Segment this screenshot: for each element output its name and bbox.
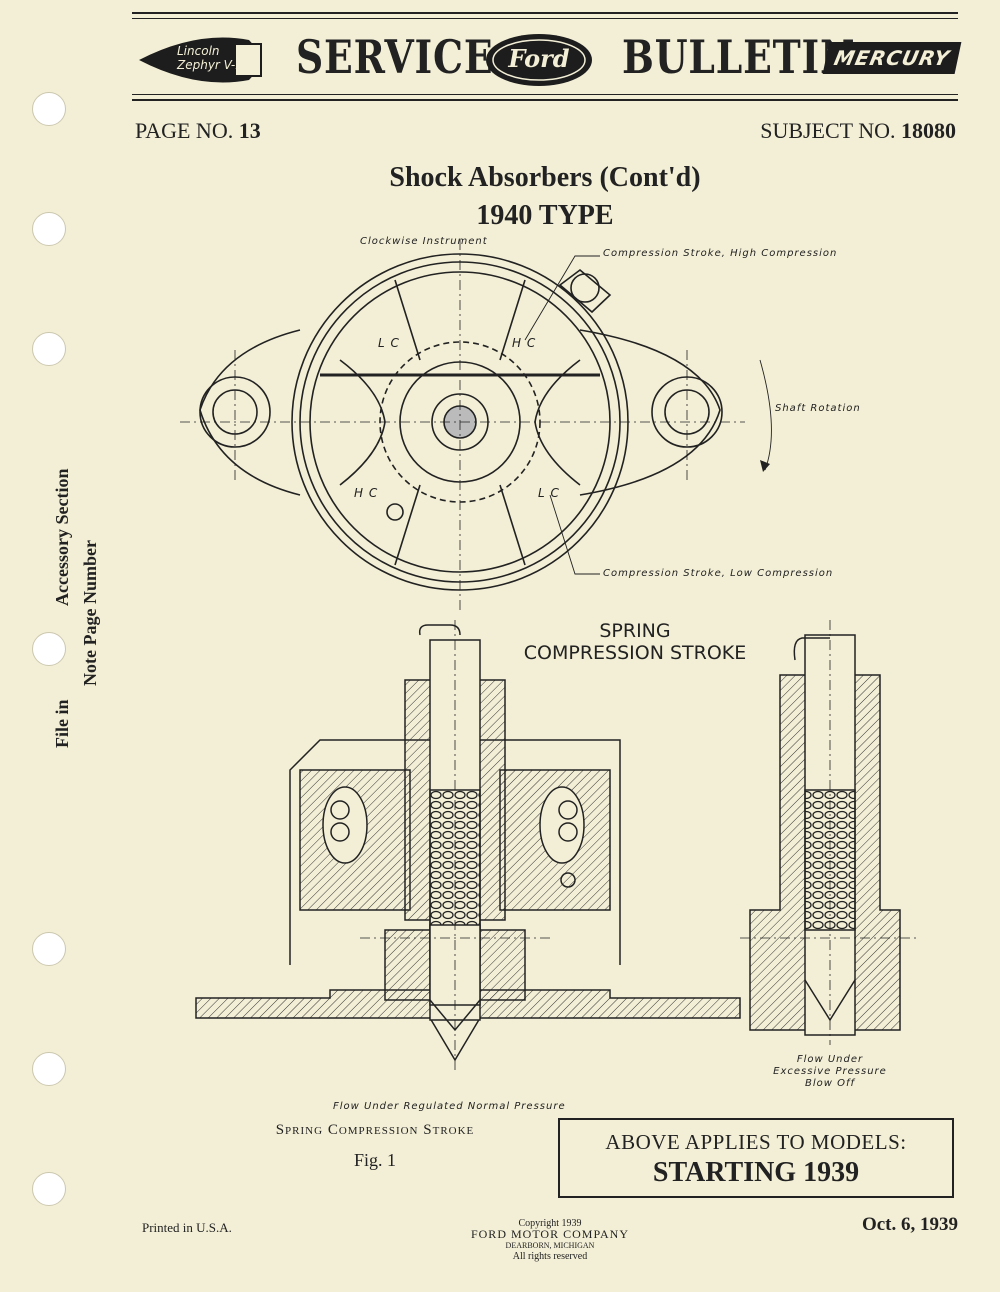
hc-label-top: H C xyxy=(512,336,537,350)
shaft-rotation-label: Shaft Rotation xyxy=(775,403,861,414)
low-compression-label: Compression Stroke, Low Compression xyxy=(603,568,834,579)
binder-hole xyxy=(32,932,66,966)
figure-caption: Spring Compression Stroke xyxy=(275,1122,475,1138)
spring-heading-line2: COMPRESSION STROKE xyxy=(523,642,747,664)
applies-to-models-box: ABOVE APPLIES TO MODELS: STARTING 1939 xyxy=(558,1118,954,1198)
flow-excess-label-2: Excessive Pressure xyxy=(773,1066,887,1077)
flow-excess-label-1: Flow Under xyxy=(796,1054,864,1065)
mercury-logo: MERCURY xyxy=(822,42,962,74)
bulletin-title: BULLETIN xyxy=(622,30,856,84)
binder-hole xyxy=(32,1052,66,1086)
copyright-block: Copyright 1939 FORD MOTOR COMPANY DEARBO… xyxy=(430,1218,670,1262)
header-rule-top-thin xyxy=(132,18,958,19)
printed-in: Printed in U.S.A. xyxy=(142,1220,232,1235)
city-line: DEARBORN, MICHIGAN xyxy=(505,1241,595,1250)
binder-hole xyxy=(32,92,66,126)
lincoln-logo-text: Lincoln Zephyr V-12 xyxy=(177,44,251,72)
company-line: FORD MOTOR COMPANY xyxy=(470,1227,630,1241)
applies-line-2: STARTING 1939 xyxy=(652,1157,860,1188)
hc-label-bottom: H C xyxy=(354,486,379,500)
subject-no: SUBJECT NO. 18080 xyxy=(760,118,956,144)
ford-logo-text: Ford xyxy=(508,44,570,73)
clockwise-instrument-label: Clockwise Instrument xyxy=(360,236,488,247)
header-rule-bottom xyxy=(132,99,958,101)
binder-hole xyxy=(32,212,66,246)
applies-line-1: ABOVE APPLIES TO MODELS: xyxy=(605,1130,907,1154)
section-view-blowoff xyxy=(740,620,920,1045)
rights-line: All rights reserved xyxy=(512,1251,588,1262)
page-no-value: 13 xyxy=(238,118,261,143)
spring-heading-line1: SPRING xyxy=(599,620,671,642)
binder-hole xyxy=(32,1172,66,1206)
mercury-logo-text: MERCURY xyxy=(831,46,953,70)
side-note-page-number: Note Page Number xyxy=(80,540,100,686)
header-rule-bottom-thin xyxy=(132,94,958,95)
side-file-in: File in xyxy=(52,699,72,749)
side-accessory-section: Accessory Section xyxy=(52,468,72,606)
page-no: PAGE NO. 13 xyxy=(135,118,261,144)
flow-regulated-label: Flow Under Regulated Normal Pressure xyxy=(333,1101,566,1112)
lc-label-top: L C xyxy=(378,336,400,350)
copyright-line: Copyright 1939 xyxy=(518,1218,582,1229)
lc-label-bottom: L C xyxy=(538,486,560,500)
ford-logo: Ford xyxy=(484,32,594,88)
figure-label: Fig. 1 xyxy=(353,1150,396,1170)
lincoln-zephyr-logo: Lincoln Zephyr V-12 xyxy=(137,34,269,86)
subject-no-value: 18080 xyxy=(901,118,956,143)
binder-hole xyxy=(32,332,66,366)
binder-hole xyxy=(32,632,66,666)
page-no-label: PAGE NO. xyxy=(135,118,234,143)
page-subtitle: 1940 TYPE xyxy=(476,200,614,231)
subject-no-label: SUBJECT NO. xyxy=(760,118,896,143)
section-view-main xyxy=(195,620,741,1070)
flow-excess-label-3: Blow Off xyxy=(804,1078,856,1089)
header-rule-top xyxy=(132,12,958,14)
service-title: SERVICE xyxy=(296,30,494,84)
top-view-drawing xyxy=(180,240,772,610)
page-title: Shock Absorbers (Cont'd) xyxy=(389,162,701,193)
bulletin-date: Oct. 6, 1939 xyxy=(861,1214,958,1235)
high-compression-label: Compression Stroke, High Compression xyxy=(603,248,838,259)
